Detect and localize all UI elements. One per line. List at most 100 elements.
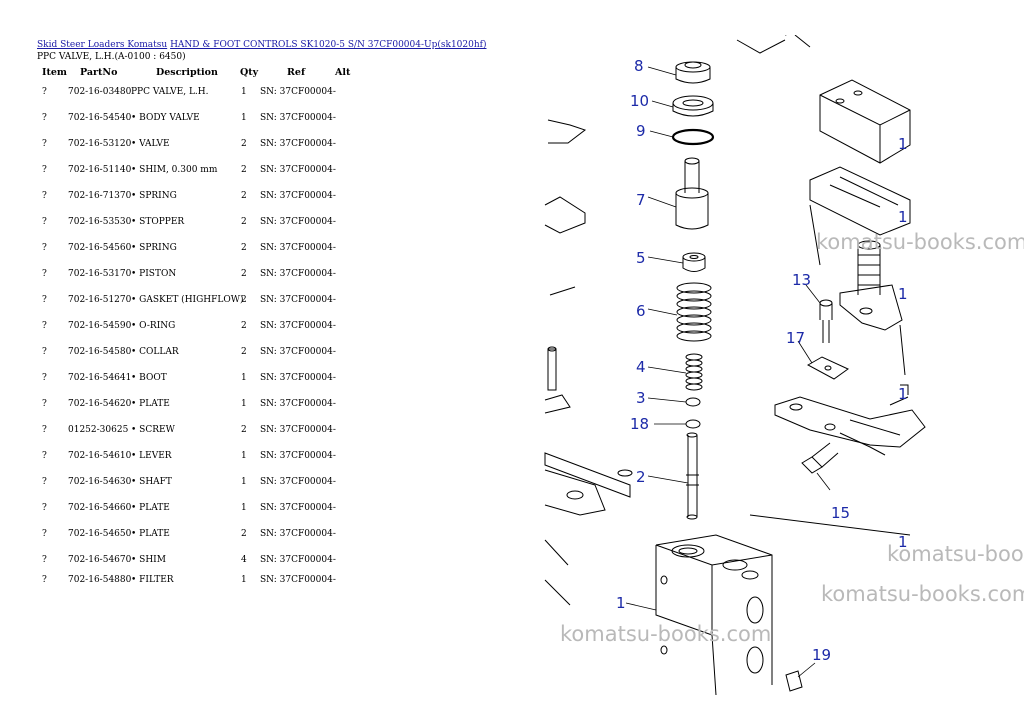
cell-qty: 2 <box>241 165 247 175</box>
cell-description: • BOOT <box>131 373 167 383</box>
cell-item: ? <box>42 139 47 149</box>
cell-ref: SN: 37CF00004- <box>260 139 336 149</box>
column-header-description: Description <box>156 67 218 78</box>
column-header-qty: Qty <box>240 67 259 78</box>
cell-description: • SPRING <box>131 191 177 201</box>
cell-qty: 2 <box>241 243 247 253</box>
cell-ref: SN: 37CF00004- <box>260 425 336 435</box>
callout-10: 10 <box>630 92 649 110</box>
cell-ref: SN: 37CF00004- <box>260 555 336 565</box>
cell-qty: 2 <box>241 295 247 305</box>
cell-qty: 2 <box>241 217 247 227</box>
callout-6: 6 <box>636 302 646 320</box>
cell-qty: 2 <box>241 529 247 539</box>
breadcrumb-link-category[interactable]: Skid Steer Loaders Komatsu <box>37 40 168 50</box>
watermark-text: komatsu-books.com <box>816 230 1024 254</box>
cell-partno: 702-16-54641 <box>68 373 132 383</box>
cell-description: • SHAFT <box>131 477 172 487</box>
cell-description: • SHIM, 0.300 mm <box>131 165 218 175</box>
cell-item: ? <box>42 321 47 331</box>
cell-description: • GASKET (HIGHFLOW) <box>131 295 244 305</box>
cell-partno: 702-16-54650 <box>68 529 132 539</box>
column-header-item: Item <box>42 67 67 78</box>
cell-qty: 4 <box>241 555 247 565</box>
column-header-ref: Ref <box>287 67 306 78</box>
cell-partno: 702-16-51270 <box>68 295 132 305</box>
cell-description: • SHIM <box>131 555 166 565</box>
cell-qty: 2 <box>241 191 247 201</box>
cell-item: ? <box>42 451 47 461</box>
cell-item: ? <box>42 373 47 383</box>
callout-9: 9 <box>636 122 646 140</box>
cell-partno: 702-16-54620 <box>68 399 132 409</box>
cell-partno: 702-16-53530 <box>68 217 132 227</box>
watermark-text: komatsu-books.com <box>887 542 1024 566</box>
cell-qty: 1 <box>241 575 247 585</box>
cell-description: • LEVER <box>131 451 172 461</box>
callout-1-right-b: 1 <box>898 208 908 226</box>
cell-partno: 702-16-54670 <box>68 555 132 565</box>
callout-7: 7 <box>636 191 646 209</box>
cell-item: ? <box>42 575 47 585</box>
cell-item: ? <box>42 217 47 227</box>
callout-2: 2 <box>636 468 646 486</box>
cell-partno: 702-16-54580 <box>68 347 132 357</box>
cell-ref: SN: 37CF00004- <box>260 113 336 123</box>
callout-18: 18 <box>630 415 649 433</box>
cell-ref: SN: 37CF00004- <box>260 529 336 539</box>
cell-item: ? <box>42 269 47 279</box>
cell-item: ? <box>42 113 47 123</box>
watermark-text: komatsu-books.com <box>560 622 772 646</box>
cell-qty: 1 <box>241 399 247 409</box>
diagram-callout-labels: 8 10 9 7 5 6 4 3 18 2 1 13 17 15 19 1 1 … <box>616 57 908 664</box>
cell-qty: 2 <box>241 425 247 435</box>
cell-ref: SN: 37CF00004- <box>260 399 336 409</box>
column-header-alt: Alt <box>335 67 351 78</box>
cell-partno: 702-16-54610 <box>68 451 132 461</box>
breadcrumb-link-section[interactable]: HAND & FOOT CONTROLS SK1020-5 S/N 37CF00… <box>170 40 487 50</box>
cell-description: • VALVE <box>131 139 170 149</box>
cell-ref: SN: 37CF00004- <box>260 217 336 227</box>
watermark-text: komatsu-books.com <box>821 582 1024 606</box>
cell-ref: SN: 37CF00004- <box>260 269 336 279</box>
callout-1: 1 <box>616 594 626 612</box>
callout-13: 13 <box>792 271 811 289</box>
callout-4: 4 <box>636 358 646 376</box>
cell-description: • O-RING <box>131 321 176 331</box>
cell-partno: 702-16-54660 <box>68 503 132 513</box>
exploded-parts-diagram: 8 10 9 7 5 6 4 3 18 2 1 13 17 15 19 1 1 … <box>540 35 1024 695</box>
cell-item: ? <box>42 165 47 175</box>
cell-item: ? <box>42 87 47 97</box>
callout-5: 5 <box>636 249 646 267</box>
callout-15: 15 <box>831 504 850 522</box>
cell-qty: 2 <box>241 347 247 357</box>
cell-qty: 1 <box>241 477 247 487</box>
cell-ref: SN: 37CF00004- <box>260 575 336 585</box>
cell-partno: 702-16-54630 <box>68 477 132 487</box>
cell-partno: 702-16-71370 <box>68 191 132 201</box>
breadcrumb: Skid Steer Loaders Komatsu HAND & FOOT C… <box>37 40 486 50</box>
cell-item: ? <box>42 529 47 539</box>
diagram-drawing: 8 10 9 7 5 6 4 3 18 2 1 13 17 15 19 1 1 … <box>544 35 926 695</box>
cell-ref: SN: 37CF00004- <box>260 373 336 383</box>
cell-qty: 2 <box>241 321 247 331</box>
cell-ref: SN: 37CF00004- <box>260 503 336 513</box>
cell-description: • PLATE <box>131 399 170 409</box>
cell-qty: 1 <box>241 87 247 97</box>
cell-item: ? <box>42 347 47 357</box>
cell-description: • PLATE <box>131 529 170 539</box>
cell-ref: SN: 37CF00004- <box>260 295 336 305</box>
cell-description: PPC VALVE, L.H. <box>131 87 209 97</box>
cell-partno: 702-16-54590 <box>68 321 132 331</box>
